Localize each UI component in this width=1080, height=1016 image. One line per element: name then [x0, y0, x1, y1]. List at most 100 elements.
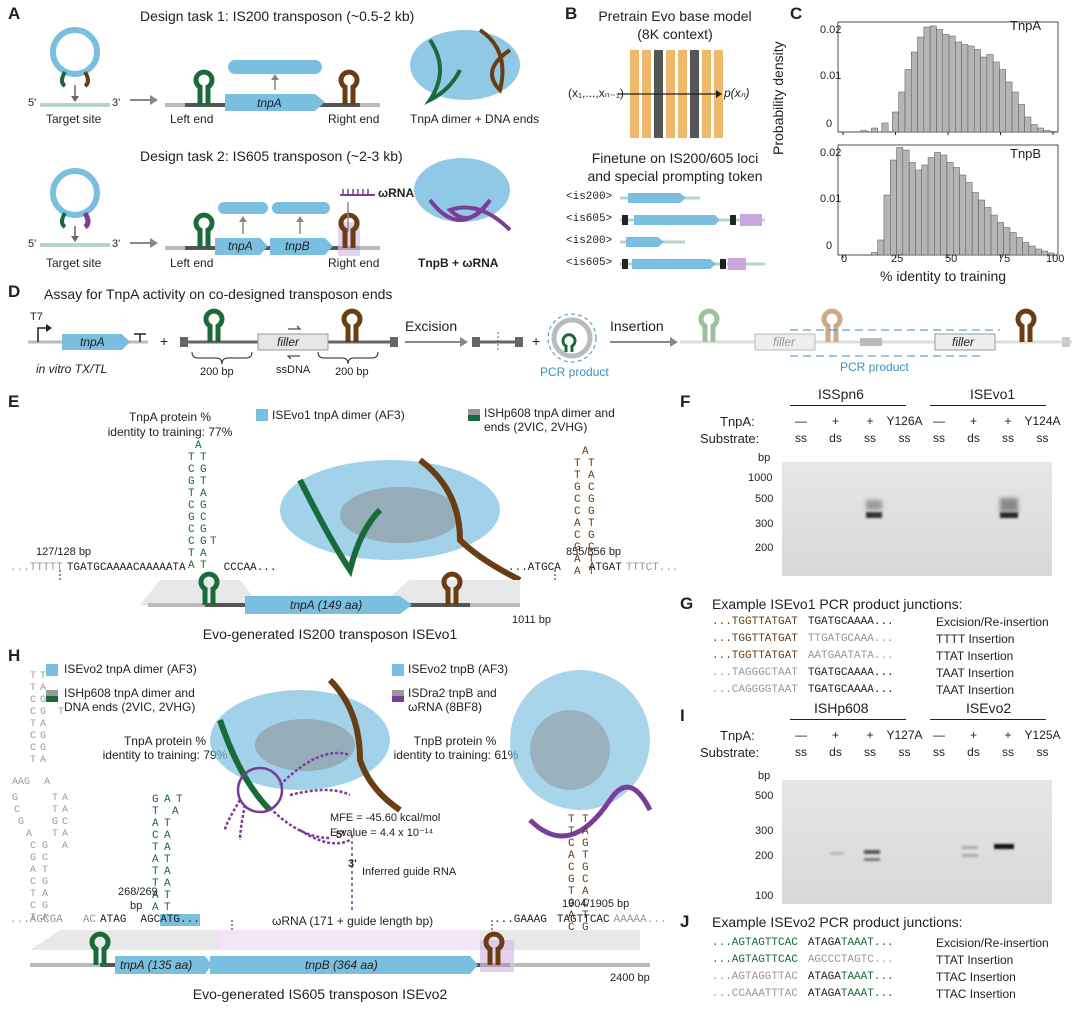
c-top-title: TnpA	[1010, 18, 1042, 33]
c-hist-bar	[921, 164, 929, 256]
task2-three-prime: 3'	[112, 238, 121, 250]
panel-label-J: J	[680, 912, 690, 931]
c-hist-bar	[934, 152, 941, 256]
svg-text:T: T	[582, 850, 589, 862]
h-gene-1: tnpA (135 aa)	[120, 958, 193, 972]
f-substrate-col-5: ss	[933, 431, 945, 445]
output-expression: p(xₙ)	[724, 86, 750, 100]
j-junction-row: ...AGTAGTTCAC AGCCCTAGTC...	[712, 954, 894, 966]
svg-text:T: T	[588, 554, 595, 566]
i-substrate-col-4: ss	[898, 745, 911, 759]
svg-text:A: A	[164, 842, 171, 854]
svg-text:C: C	[30, 707, 36, 718]
panel-label-I: I	[680, 706, 685, 725]
h-tnpB-identity-2: identity to training: 61%	[393, 748, 519, 762]
e-legend-swatch-1	[256, 409, 268, 421]
panel-label-D: D	[8, 282, 21, 301]
svg-text:A: A	[164, 878, 171, 890]
panel-D-graphics	[28, 308, 1072, 365]
e-legend-1: ISEvo1 tnpA dimer (AF3)	[272, 408, 405, 422]
h-right-pos: 1904/1905 bp	[562, 898, 630, 910]
h-length: 2400 bp	[610, 972, 650, 984]
i-group-2: ISEvo2	[966, 700, 1012, 716]
svg-text:T: T	[574, 458, 581, 470]
j-right-seq-a: AGCCCTAGTC...	[807, 954, 894, 966]
svg-text:T: T	[52, 829, 58, 840]
c-hist-bar	[1016, 237, 1023, 256]
svg-text:A: A	[62, 805, 68, 816]
svg-text:T: T	[42, 865, 48, 876]
h-right-seq-gray: AAAAA...	[613, 914, 667, 926]
token-2: <is605>	[566, 213, 613, 225]
g-title: Example ISEvo1 PCR product junctions:	[712, 596, 963, 612]
c-bot-ytick-0: 0	[826, 240, 833, 252]
c-hist-bar	[953, 167, 960, 256]
svg-text:C: C	[30, 695, 36, 706]
d-pcr-product-1: PCR product	[540, 365, 609, 379]
c-hist-bar	[860, 130, 868, 133]
h-left-pos: 268/269	[118, 886, 158, 898]
task2-tnpA: tnpA	[228, 239, 253, 253]
i-ladder-100: 100	[755, 890, 774, 902]
svg-text:T: T	[588, 458, 595, 470]
d-pcr-product-2: PCR product	[840, 360, 909, 374]
e-right-pos: 855/856 bp	[566, 546, 622, 558]
panel-label-G: G	[680, 594, 694, 613]
svg-text:A: A	[152, 902, 159, 914]
i-substrate-col-6: ds	[967, 745, 980, 759]
f-substrate-col-3: ss	[864, 431, 876, 445]
j-left-seq: ...AGTAGTTCAC	[712, 954, 798, 966]
c-hist-bar	[974, 49, 981, 133]
svg-text:A: A	[152, 854, 159, 866]
c-ylabel: Probability density	[770, 41, 786, 155]
tnpA-dimer-caption: TnpA dimer + DNA ends	[410, 112, 540, 126]
panel-label-H: H	[8, 646, 21, 665]
svg-text:C: C	[30, 841, 36, 852]
f-substrate-col-2: ds	[829, 431, 842, 445]
svg-text:T: T	[30, 889, 36, 900]
task2-tnpB: tnpB	[285, 239, 310, 253]
svg-text:T: T	[30, 683, 36, 694]
omega-rna-label: ωRNA	[378, 186, 415, 200]
svg-text:A: A	[42, 889, 48, 900]
svg-text:T: T	[210, 536, 217, 548]
svg-text:T: T	[30, 755, 36, 766]
d-tnpA: tnpA	[80, 335, 105, 349]
g-left-seq: ...TGGTTATGAT	[712, 650, 798, 662]
g-junction-type: TTAT Insertion	[936, 649, 1014, 663]
e-gene-label: tnpA (149 aa)	[290, 598, 363, 612]
svg-text:A: A	[188, 560, 195, 572]
g-junction-type: Excision/Re-insertion	[936, 615, 1049, 629]
e-right-seq-black: ...ATGCA	[508, 562, 561, 574]
svg-text:C: C	[14, 805, 20, 816]
svg-text:A: A	[152, 818, 159, 830]
h-legend-1: ISEvo2 tnpA dimer (AF3)	[64, 662, 197, 676]
svg-text:G: G	[574, 482, 581, 494]
i-tnpA-col-4: Y127A	[886, 728, 923, 742]
svg-text:T: T	[568, 886, 575, 898]
svg-text:A: A	[40, 755, 46, 766]
svg-text:T: T	[582, 910, 589, 922]
c-hist-bar	[959, 174, 967, 256]
g-junction-type: TAAT Insertion	[936, 666, 1015, 680]
j-right-seq-b: TAAAT...	[840, 988, 894, 1000]
svg-text:T: T	[52, 793, 58, 804]
svg-text:G: G	[52, 817, 58, 828]
f-substrate-col-6: ds	[967, 431, 980, 445]
task2-target-site: Target site	[46, 256, 102, 270]
svg-text:C: C	[568, 922, 575, 934]
i-ladder-500: 500	[755, 790, 774, 802]
task1-right-end: Right end	[328, 112, 380, 126]
svg-text:G: G	[588, 494, 595, 506]
svg-text:T: T	[588, 518, 595, 530]
i-tnpA-col-6: +	[969, 728, 977, 742]
i-group-1-line	[790, 719, 906, 720]
c-hist-bar	[1030, 124, 1038, 133]
task2-left-end: Left end	[170, 256, 214, 270]
svg-text:C: C	[42, 853, 48, 864]
c-hist-bar	[917, 36, 925, 133]
